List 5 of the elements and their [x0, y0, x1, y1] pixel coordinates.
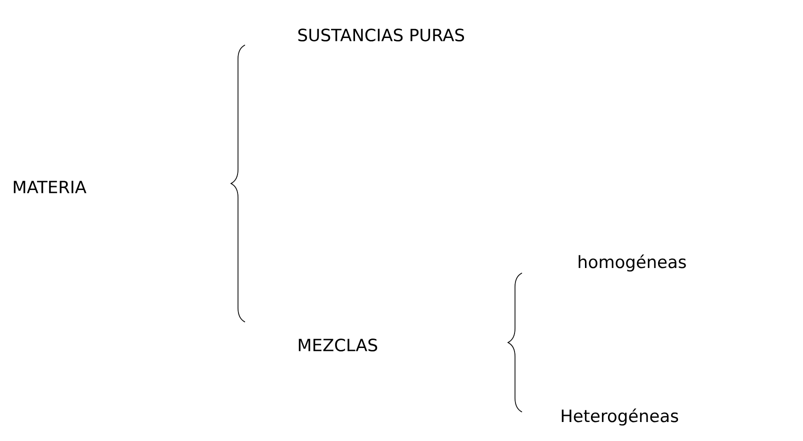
label-text: MEZCLAS — [298, 338, 378, 352]
label-text: Heterogéneas — [562, 408, 678, 426]
label-text: SUSTANCIAS PURAS — [298, 28, 464, 42]
label-text: homogéneas — [578, 254, 686, 272]
label-text: MATERIA — [14, 180, 86, 194]
